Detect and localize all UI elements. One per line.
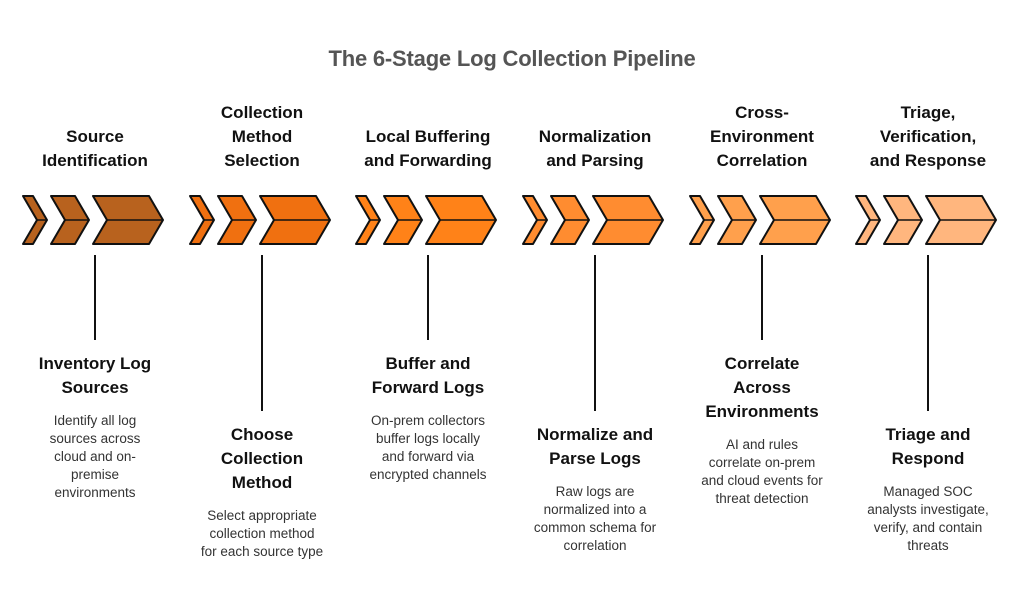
- detail-description: Managed SOC analysts investigate, verify…: [867, 484, 989, 553]
- connector-line-1: [94, 255, 96, 340]
- detail-title: Triage and Respond: [885, 425, 971, 468]
- stage-detail-1: Inventory Log Sources Identify all log s…: [10, 352, 180, 502]
- stage-heading-4: Normalization and Parsing: [538, 127, 652, 170]
- stage-heading-5: Cross- Environment Correlation: [710, 103, 814, 170]
- detail-title: Correlate Across Environments: [705, 354, 819, 421]
- detail-title: Choose Collection Method: [220, 425, 304, 492]
- stage-heading-3: Local Buffering and Forwarding: [364, 127, 492, 170]
- stage-heading-2: Collection Method Selection: [220, 103, 304, 170]
- stage-detail-6: Triage and Respond Managed SOC analysts …: [843, 423, 1013, 555]
- detail-description: Select appropriate collection method for…: [200, 508, 324, 559]
- stage-detail-3: Buffer and Forward Logs On-prem collecto…: [343, 352, 513, 484]
- stage-detail-4: Normalize and Parse Logs Raw logs are no…: [510, 423, 680, 555]
- detail-title: Normalize and Parse Logs: [536, 425, 654, 468]
- connector-line-6: [927, 255, 929, 411]
- detail-title: Buffer and Forward Logs: [371, 354, 485, 397]
- detail-description: On-prem collectors buffer logs locally a…: [369, 413, 487, 482]
- connector-line-5: [761, 255, 763, 340]
- stage-heading-6: Triage, Verification, and Response: [869, 103, 987, 170]
- stage-detail-2: Choose Collection Method Select appropri…: [177, 423, 347, 561]
- stage-detail-5: Correlate Across Environments AI and rul…: [677, 352, 847, 508]
- connector-line-4: [594, 255, 596, 411]
- detail-description: Identify all log sources across cloud an…: [49, 413, 141, 500]
- detail-description: Raw logs are normalized into a common sc…: [533, 484, 657, 553]
- connector-line-2: [261, 255, 263, 411]
- detail-description: AI and rules correlate on-prem and cloud…: [701, 437, 823, 506]
- stage-heading-1: Source Identification: [42, 127, 148, 170]
- connector-line-3: [427, 255, 429, 340]
- diagram-title: The 6-Stage Log Collection Pipeline: [328, 46, 696, 71]
- detail-title: Inventory Log Sources: [38, 354, 152, 397]
